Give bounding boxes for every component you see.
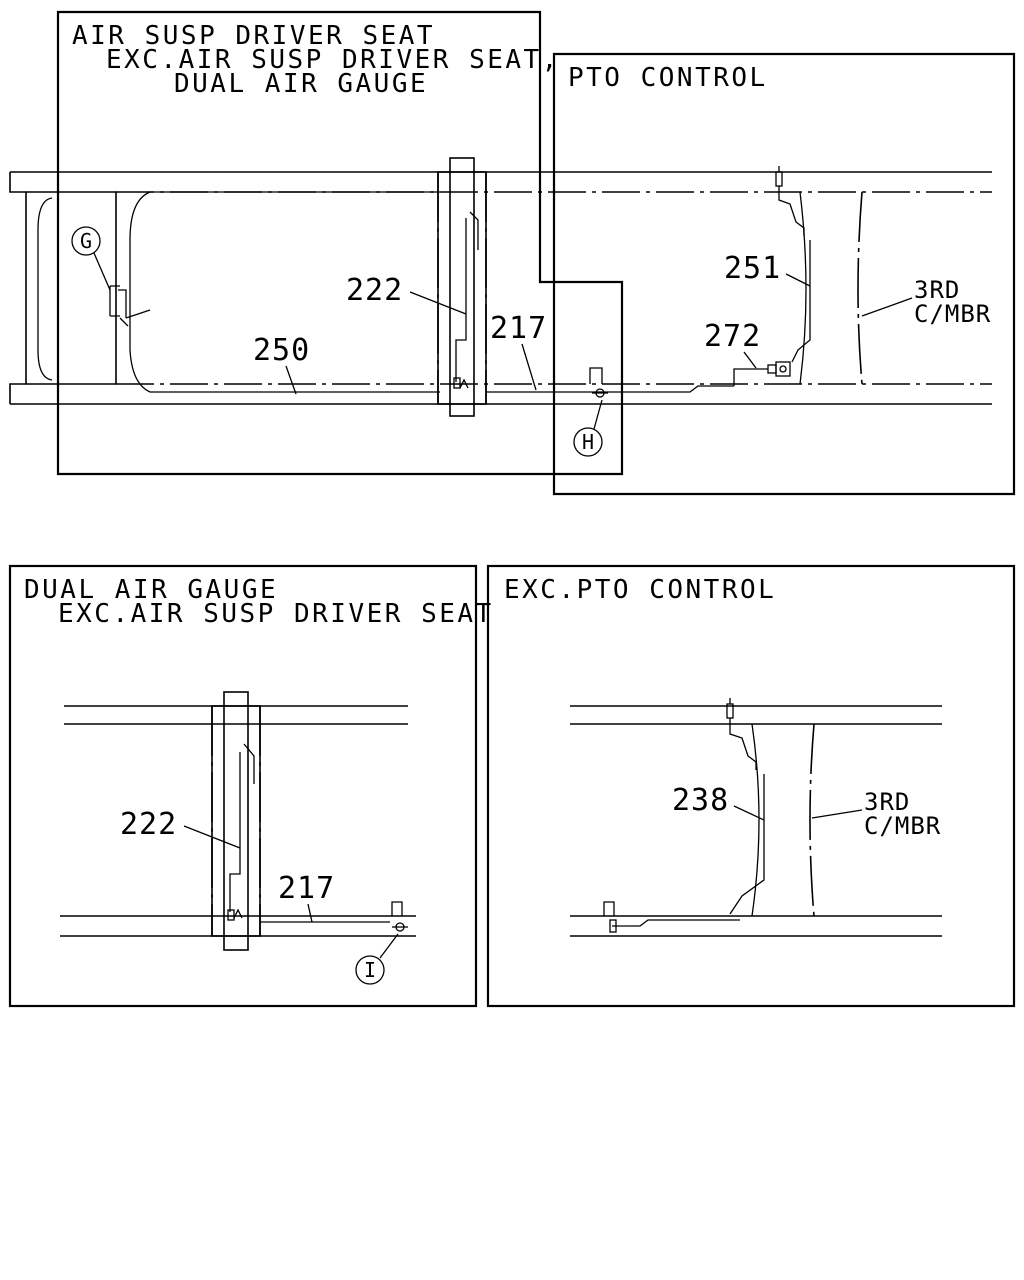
panel-frame <box>552 52 1016 496</box>
leader-238 <box>733 805 765 821</box>
panel-title-line-2: EXC.AIR SUSP DRIVER SEAT <box>58 599 494 629</box>
leader-272 <box>743 351 757 369</box>
panel-title-line-1: DUAL AIR GAUGE <box>24 575 278 605</box>
cross-member-column <box>437 157 487 417</box>
label-cmbr: C/MBR <box>864 812 941 840</box>
bottom-rail-fitting <box>603 901 617 933</box>
cross-member-left-edge <box>751 723 760 917</box>
leader-cross-member <box>861 297 913 317</box>
panel-title-line-2: EXC.AIR SUSP DRIVER SEAT, <box>106 45 560 75</box>
cross-member-center <box>857 191 863 385</box>
detail-h-fitting <box>589 367 608 398</box>
leader-h <box>593 399 603 430</box>
leader-i <box>379 933 399 959</box>
detail-i-fitting <box>391 901 408 932</box>
panel-title-line-1: AIR SUSP DRIVER SEAT <box>72 21 435 51</box>
label-238: 238 <box>672 783 729 818</box>
label-3rd: 3RD <box>914 276 960 304</box>
air-line-250 <box>486 385 734 393</box>
pto-valve <box>733 361 791 386</box>
top-rail-fitting <box>775 166 783 187</box>
cross-member-column <box>211 691 261 951</box>
leader-250 <box>285 365 297 395</box>
callout-i-circle <box>355 955 385 985</box>
top-rail-fitting <box>726 698 734 719</box>
air-line-238-upper <box>729 718 757 770</box>
leader-cross-member <box>811 809 863 819</box>
frame-rails-top <box>9 171 992 405</box>
label-3rd: 3RD <box>864 788 910 816</box>
label-272: 272 <box>704 319 761 354</box>
panel-air-susp-driver-seat: AIR SUSP DRIVER SEAT EXC.AIR SUSP DRIVER… <box>56 10 734 476</box>
label-217: 217 <box>490 311 547 346</box>
cross-member-center <box>809 723 815 917</box>
leader-222 <box>183 825 241 849</box>
panel-title: PTO CONTROL <box>568 63 768 93</box>
callout-h: H <box>582 430 594 454</box>
air-line-251 <box>791 240 811 363</box>
leader-217 <box>307 903 313 923</box>
panel-title-line-3: DUAL AIR GAUGE <box>174 69 428 99</box>
callout-h-circle <box>573 427 603 457</box>
label-217: 217 <box>278 871 335 906</box>
leader-251 <box>785 273 811 287</box>
callout-g: G <box>80 229 92 253</box>
leader-217 <box>521 343 537 391</box>
panel-dual-air-gauge: DUAL AIR GAUGE EXC.AIR SUSP DRIVER SEAT … <box>8 564 494 1008</box>
label-222: 222 <box>346 273 403 308</box>
leader-g <box>93 252 111 291</box>
cross-member-left-edge <box>799 191 807 385</box>
panel-pto-control: PTO CONTROL 251 272 3RD C/MBR <box>552 52 1016 496</box>
label-251: 251 <box>724 251 781 286</box>
panel-title: EXC.PTO CONTROL <box>504 575 776 605</box>
leader-222 <box>409 291 467 315</box>
panel-frame <box>486 564 1016 1008</box>
label-cmbr: C/MBR <box>914 300 991 328</box>
callout-i: I <box>364 958 376 982</box>
panel-frame <box>8 564 478 1008</box>
air-line-238 <box>729 774 765 915</box>
label-222: 222 <box>120 807 177 842</box>
panel-exc-pto-control: EXC.PTO CONTROL 238 3RD C/MBR <box>486 564 1016 1008</box>
panel-frame <box>56 10 624 476</box>
label-250: 250 <box>253 333 310 368</box>
callout-g-circle <box>71 226 101 256</box>
detail-g-fitting <box>109 285 151 327</box>
air-line-251-upper <box>778 186 805 236</box>
air-line-238-lower <box>612 919 740 927</box>
